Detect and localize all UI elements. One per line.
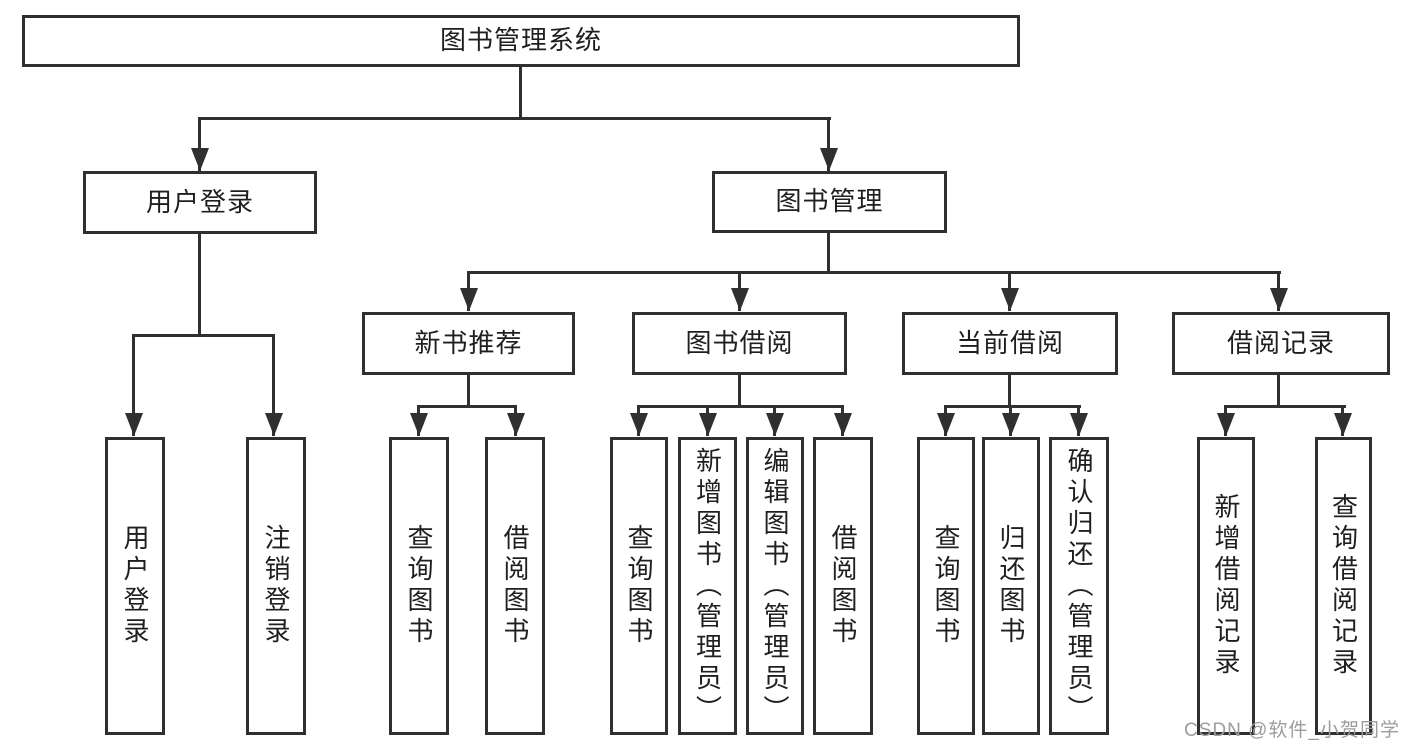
arrow-to-leaf-add-book-admin (706, 405, 709, 436)
arrow-to-leaf-query-book-2 (637, 405, 640, 436)
connector-root-stem (519, 67, 522, 120)
arrow-to-leaf-query-book-3 (944, 405, 947, 436)
arrow-to-leaf-confirm-return-admin (1077, 405, 1080, 436)
connector-borrow-records-branch (1224, 405, 1346, 408)
connector-book-borrow-stem (738, 375, 741, 408)
connector-user-login-stem (198, 234, 201, 335)
node-book-management: 图书管理 (712, 171, 947, 233)
arrow-to-book-borrow (738, 271, 741, 311)
arrow-to-leaf-edit-book-admin (773, 405, 776, 436)
arrow-to-leaf-borrow-book-1 (514, 405, 517, 436)
node-leaf-user-login: 用户登录 (105, 437, 165, 735)
arrow-to-leaf-return-book (1009, 405, 1012, 436)
node-leaf-return-book: 归还图书 (982, 437, 1040, 735)
node-user-login: 用户登录 (83, 171, 317, 234)
arrow-to-leaf-logout (272, 334, 275, 436)
connector-book-borrow-branch (637, 405, 844, 408)
arrow-root-to-book-management (827, 117, 830, 171)
node-leaf-logout: 注销登录 (246, 437, 306, 735)
arrow-to-current-borrow (1008, 271, 1011, 311)
csdn-watermark: CSDN @软件_小贺同学 (1184, 720, 1400, 741)
connector-new-book-recommend-stem (467, 375, 470, 408)
arrow-to-leaf-add-borrow-record (1224, 405, 1227, 436)
connector-new-book-recommend-branch (417, 405, 517, 408)
node-leaf-confirm-return-admin: 确认归还（管理员） (1049, 437, 1109, 735)
node-new-book-recommend: 新书推荐 (362, 312, 575, 375)
connector-root-branch (198, 117, 831, 120)
arrow-to-leaf-query-book-1 (417, 405, 420, 436)
node-leaf-query-book-1: 查询图书 (389, 437, 449, 735)
node-leaf-query-book-2: 查询图书 (610, 437, 668, 735)
arrow-to-borrow-records (1277, 271, 1280, 311)
node-library-system: 图书管理系统 (22, 15, 1020, 67)
connector-current-borrow-stem (1008, 375, 1011, 408)
connector-book-management-branch (467, 271, 1281, 274)
arrow-to-leaf-query-borrow-record (1341, 405, 1344, 436)
node-borrow-records: 借阅记录 (1172, 312, 1390, 375)
node-leaf-add-borrow-record: 新增借阅记录 (1197, 437, 1255, 735)
connector-current-borrow-branch (944, 405, 1081, 408)
node-current-borrow: 当前借阅 (902, 312, 1118, 375)
arrow-to-leaf-borrow-book-2 (841, 405, 844, 436)
connector-book-management-stem (827, 233, 830, 274)
node-book-borrow: 图书借阅 (632, 312, 847, 375)
node-leaf-query-book-3: 查询图书 (917, 437, 975, 735)
arrow-to-leaf-user-login (132, 334, 135, 436)
node-leaf-borrow-book-2: 借阅图书 (813, 437, 873, 735)
arrow-root-to-user-login (198, 117, 201, 171)
node-leaf-query-borrow-record: 查询借阅记录 (1315, 437, 1372, 735)
connector-borrow-records-stem (1277, 375, 1280, 408)
connector-user-login-branch (132, 334, 275, 337)
node-leaf-borrow-book-1: 借阅图书 (485, 437, 545, 735)
node-leaf-add-book-admin: 新增图书（管理员） (678, 437, 737, 735)
arrow-to-new-book-recommend (467, 271, 470, 311)
node-leaf-edit-book-admin: 编辑图书（管理员） (746, 437, 804, 735)
